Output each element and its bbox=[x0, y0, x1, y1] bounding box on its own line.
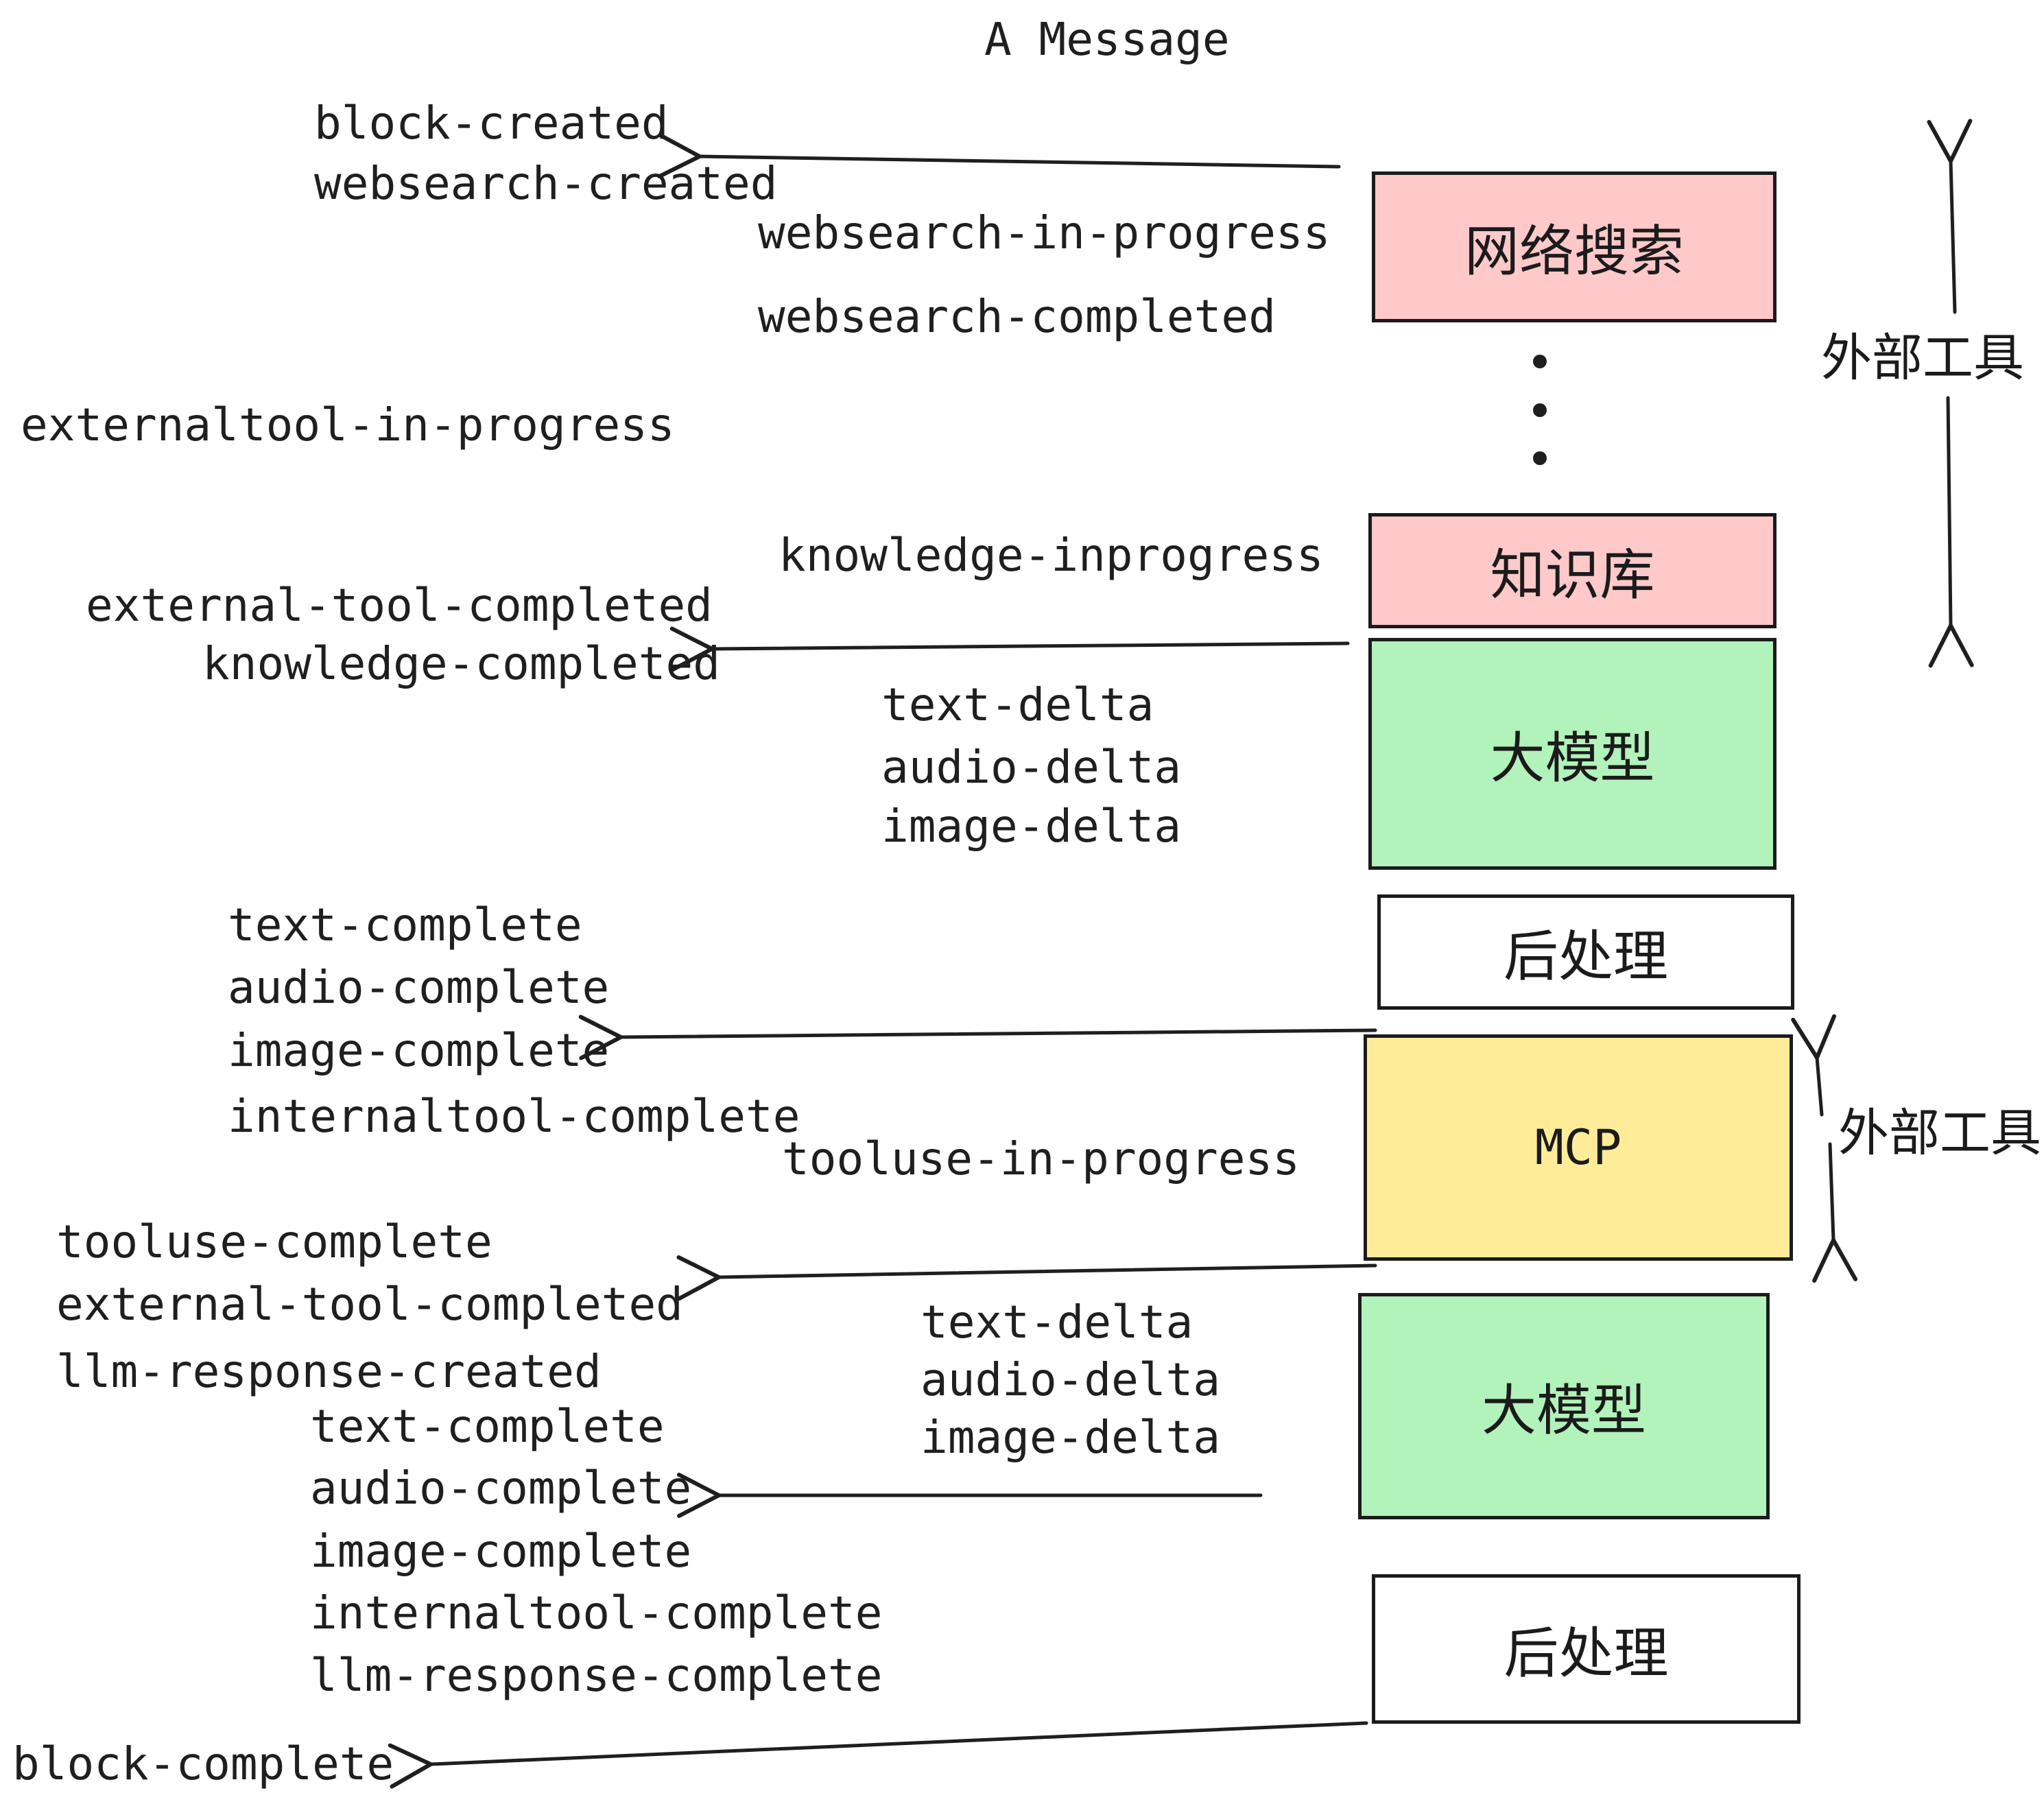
vertical-ellipsis-icon bbox=[1533, 355, 1547, 465]
box-llm-2-label: 大模型 bbox=[1482, 1380, 1646, 1441]
event-block-complete: block-complete bbox=[12, 1737, 394, 1790]
box-postprocess-1-label: 后处理 bbox=[1504, 926, 1668, 987]
box-llm-2: 大模型 bbox=[1358, 1293, 1770, 1519]
event-image-delta-2: image-delta bbox=[920, 1411, 1221, 1464]
event-llm-response-created: llm-response-created bbox=[56, 1345, 602, 1398]
event-knowledge-inprogress: knowledge-inprogress bbox=[779, 529, 1324, 582]
box-knowledge: 知识库 bbox=[1368, 513, 1776, 628]
event-tooluse-complete: tooluse-complete bbox=[56, 1215, 492, 1268]
event-text-complete-2: text-complete bbox=[310, 1400, 665, 1453]
event-websearch-completed: websearch-completed bbox=[758, 290, 1276, 343]
arrow-mcp-to-tooluse-events bbox=[719, 1266, 1377, 1277]
external-tools-down-arrow-icon bbox=[1948, 396, 1951, 626]
external-tools-label-2: 外部工具 bbox=[1838, 1104, 2041, 1161]
box-postprocess-2: 后处理 bbox=[1372, 1574, 1801, 1724]
arrow-knowledge-to-completed-events bbox=[712, 643, 1350, 649]
event-audio-delta-2: audio-delta bbox=[920, 1353, 1221, 1406]
event-internaltool-complete: internaltool-complete bbox=[228, 1090, 800, 1143]
box-websearch: 网络搜索 bbox=[1372, 171, 1776, 322]
event-knowledge-completed: knowledge-completed bbox=[202, 637, 720, 690]
diagram-title: A Message bbox=[984, 13, 1230, 66]
event-external-tool-completed-2: external-tool-completed bbox=[56, 1278, 683, 1331]
box-websearch-label: 网络搜索 bbox=[1464, 221, 1684, 282]
event-image-delta: image-delta bbox=[881, 800, 1182, 853]
event-image-complete: image-complete bbox=[228, 1024, 610, 1077]
box-llm-1: 大模型 bbox=[1368, 638, 1776, 870]
event-text-delta: text-delta bbox=[881, 678, 1154, 731]
external-tools-label-1: 外部工具 bbox=[1821, 329, 2024, 386]
event-text-delta-2: text-delta bbox=[920, 1296, 1193, 1349]
event-text-complete: text-complete bbox=[228, 899, 582, 951]
box-mcp-label: MCP bbox=[1534, 1119, 1622, 1176]
external-tools2-up-arrow-icon bbox=[1817, 1058, 1822, 1117]
external-tools2-down-arrow-icon bbox=[1830, 1142, 1833, 1240]
box-llm-1-label: 大模型 bbox=[1490, 728, 1655, 789]
event-audio-complete: audio-complete bbox=[228, 961, 610, 1014]
box-postprocess-2-label: 后处理 bbox=[1504, 1623, 1669, 1684]
event-websearch-created: websearch-created bbox=[314, 157, 778, 210]
arrow-postprocess2-to-block-complete bbox=[431, 1721, 1368, 1764]
external-tools-up-arrow-icon bbox=[1951, 161, 1955, 314]
arrow-websearch-to-created-events bbox=[700, 156, 1341, 167]
event-image-complete-2: image-complete bbox=[310, 1525, 692, 1578]
event-audio-complete-2: audio-complete bbox=[310, 1462, 692, 1515]
box-mcp: MCP bbox=[1364, 1034, 1793, 1261]
event-internaltool-complete-2: internaltool-complete bbox=[310, 1587, 883, 1639]
event-external-tool-completed: external-tool-completed bbox=[86, 579, 713, 632]
event-block-created: block-created bbox=[314, 97, 669, 150]
box-postprocess-1: 后处理 bbox=[1377, 894, 1794, 1010]
arrow-postprocess-to-complete-events bbox=[621, 1030, 1377, 1037]
event-audio-delta: audio-delta bbox=[881, 741, 1182, 794]
event-llm-response-complete: llm-response-complete bbox=[310, 1649, 883, 1702]
event-tooluse-in-progress: tooluse-in-progress bbox=[782, 1132, 1300, 1185]
event-websearch-in-progress: websearch-in-progress bbox=[758, 206, 1331, 259]
event-externaltool-in-progress: externaltool-in-progress bbox=[21, 399, 675, 451]
box-knowledge-label: 知识库 bbox=[1490, 545, 1655, 606]
